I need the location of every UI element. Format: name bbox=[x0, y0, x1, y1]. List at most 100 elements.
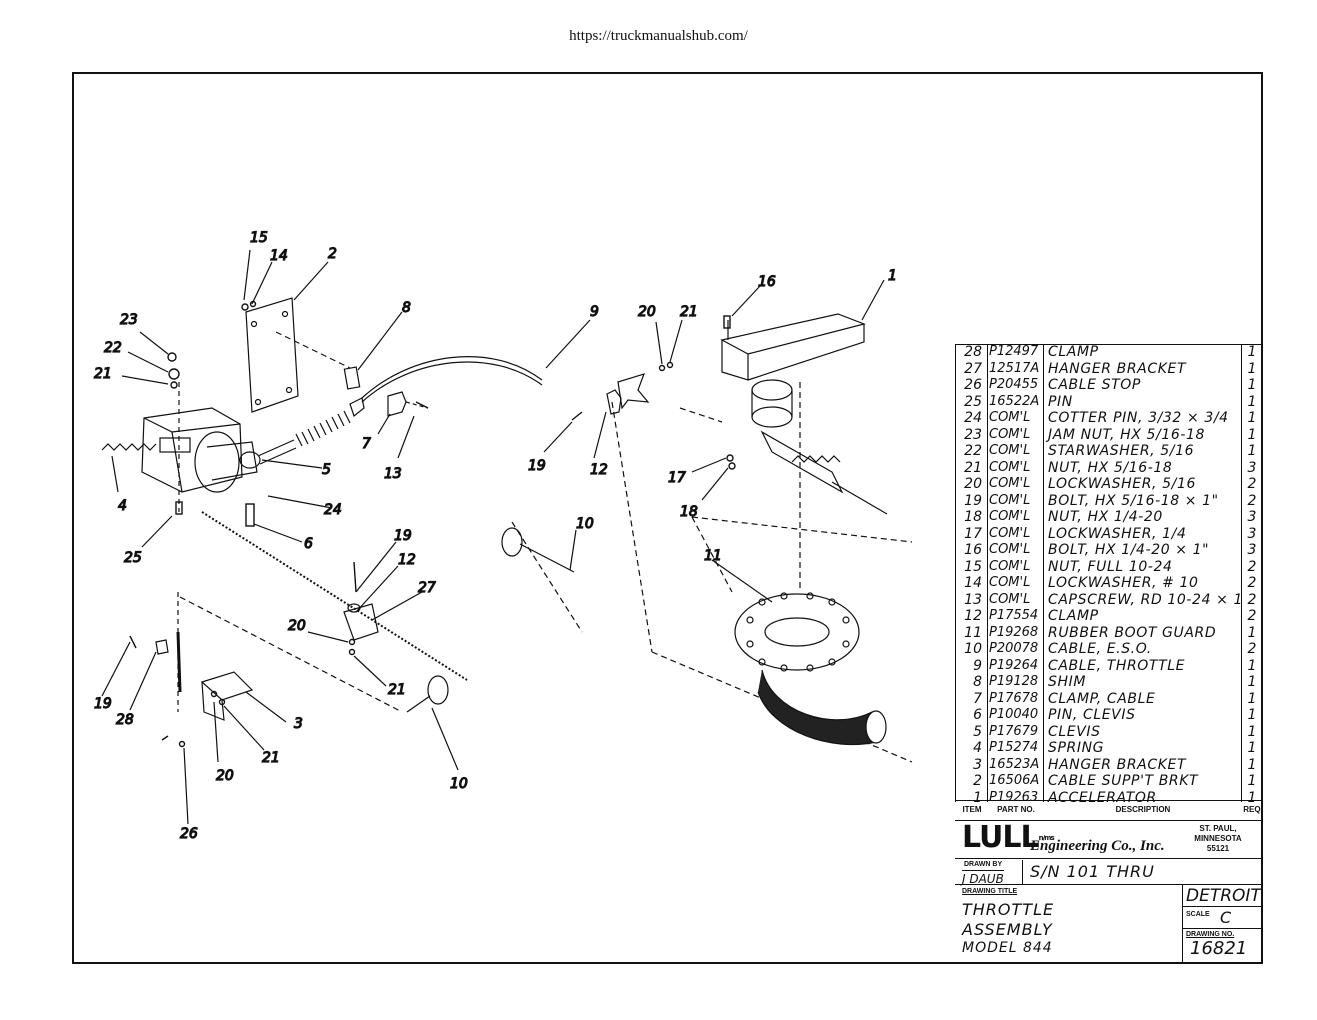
row-description: LOCKWASHER, 1/4 bbox=[1048, 525, 1187, 542]
row-required-qty: 2 bbox=[1247, 558, 1257, 575]
row-part-number: P17678 bbox=[989, 690, 1039, 706]
row-description: COTTER PIN, 3/32 × 3/4 bbox=[1048, 410, 1229, 426]
scale-label: SCALE bbox=[1186, 911, 1210, 918]
drawing-title-label: DRAWING TITLE bbox=[962, 888, 1018, 895]
row-description: NUT, HX 1/4-20 bbox=[1048, 509, 1163, 525]
callout-label: 13 bbox=[384, 466, 402, 482]
row-part-number: P19128 bbox=[989, 674, 1039, 689]
governor-body-shape bbox=[141, 407, 258, 493]
row-required-qty: 1 bbox=[1247, 789, 1257, 806]
row-part-number: COM'L bbox=[989, 410, 1031, 425]
row-item-number: 5 bbox=[973, 723, 982, 740]
header-req: REQ. bbox=[1243, 805, 1263, 814]
row-item-number: 26 bbox=[964, 377, 982, 393]
source-url[interactable]: https://truckmanualshub.com/ bbox=[569, 28, 748, 44]
callout-label: 22 bbox=[104, 340, 122, 356]
row-part-number: COM'L bbox=[989, 459, 1031, 475]
row-description: HANGER BRACKET bbox=[1048, 756, 1187, 773]
throttle-cable-shape bbox=[361, 356, 543, 399]
callout-label: 27 bbox=[418, 580, 436, 596]
row-description: LOCKWASHER, 5/16 bbox=[1048, 476, 1196, 492]
row-required-qty: 1 bbox=[1247, 426, 1257, 443]
drawn-by-label: DRAWN BY bbox=[964, 861, 1003, 868]
row-description: SPRING bbox=[1048, 740, 1105, 756]
callout-label: 24 bbox=[324, 502, 342, 518]
cable-support-bracket-shape bbox=[245, 297, 299, 413]
row-part-number: COM'L bbox=[989, 525, 1031, 541]
row-description: CABLE SUPP'T BRKT bbox=[1048, 773, 1199, 789]
callout-label: 2 bbox=[328, 246, 337, 262]
row-item-number: 18 bbox=[964, 509, 982, 525]
row-description: CLAMP, CABLE bbox=[1048, 690, 1156, 707]
row-item-number: 13 bbox=[964, 591, 982, 608]
row-required-qty: 1 bbox=[1247, 723, 1257, 740]
row-item-number: 11 bbox=[964, 624, 982, 641]
row-required-qty: 2 bbox=[1247, 591, 1257, 608]
row-part-number: P15274 bbox=[989, 740, 1039, 755]
callout-label: 25 bbox=[124, 550, 142, 566]
row-item-number: 9 bbox=[973, 657, 982, 674]
row-item-number: 25 bbox=[964, 393, 982, 410]
eso-knob-lower-shape bbox=[406, 675, 449, 713]
drawing-title-line1: THROTTLE bbox=[962, 900, 1055, 919]
row-description: LOCKWASHER, # 10 bbox=[1048, 575, 1199, 591]
company-name: Engineering Co., Inc. bbox=[1030, 838, 1165, 854]
eso-knob-upper-shape bbox=[501, 527, 575, 573]
row-description: BOLT, HX 5/16-18 × 1" bbox=[1048, 492, 1219, 509]
row-required-qty: 3 bbox=[1247, 509, 1257, 525]
header-item: ITEM bbox=[962, 805, 982, 814]
row-part-number: COM'L bbox=[989, 591, 1031, 607]
callout-label: 19 bbox=[94, 696, 112, 712]
row-item-number: 27 bbox=[964, 360, 982, 377]
row-item-number: 14 bbox=[964, 575, 982, 591]
row-item-number: 19 bbox=[964, 492, 982, 509]
drawing-number: 16821 bbox=[1190, 938, 1248, 959]
row-part-number: P20078 bbox=[989, 641, 1039, 656]
callout-label: 10 bbox=[450, 776, 468, 792]
row-description: SHIM bbox=[1048, 674, 1087, 690]
callout-label: 28 bbox=[116, 712, 134, 728]
row-part-number: COM'L bbox=[989, 492, 1031, 508]
row-item-number: 17 bbox=[964, 525, 982, 542]
callout-label: 21 bbox=[94, 366, 112, 382]
row-part-number: 12517A bbox=[989, 360, 1040, 376]
address-city: ST. PAUL, bbox=[1199, 824, 1237, 833]
exploded-view-drawing: 15 14 2 8 9 20 21 16 1 23 22 21 4 7 13 5… bbox=[93, 229, 913, 843]
callout-label: 5 bbox=[322, 462, 331, 478]
header-description: DESCRIPTION bbox=[1115, 805, 1171, 814]
cable-clamp-shape bbox=[387, 391, 407, 417]
row-item-number: 6 bbox=[973, 707, 982, 723]
row-required-qty: 1 bbox=[1247, 740, 1257, 756]
row-description: PIN bbox=[1048, 393, 1073, 410]
hanger-bracket-3-shape bbox=[200, 671, 254, 721]
row-part-number: COM'L bbox=[989, 558, 1031, 574]
row-required-qty: 1 bbox=[1247, 756, 1257, 773]
callout-label: 4 bbox=[118, 498, 127, 514]
row-required-qty: 1 bbox=[1247, 773, 1257, 789]
company-address: ST. PAUL, MINNESOTA 55121 bbox=[1178, 824, 1258, 854]
callout-label: 11 bbox=[704, 548, 722, 564]
company-logo-suffix: n/ms bbox=[1038, 834, 1055, 842]
callout-label: 7 bbox=[362, 436, 371, 452]
row-item-number: 28 bbox=[964, 344, 982, 360]
row-part-number: COM'L bbox=[989, 443, 1031, 458]
row-description: NUT, FULL 10-24 bbox=[1048, 558, 1173, 575]
row-description: CLAMP bbox=[1048, 344, 1099, 360]
callout-label: 20 bbox=[638, 304, 656, 320]
